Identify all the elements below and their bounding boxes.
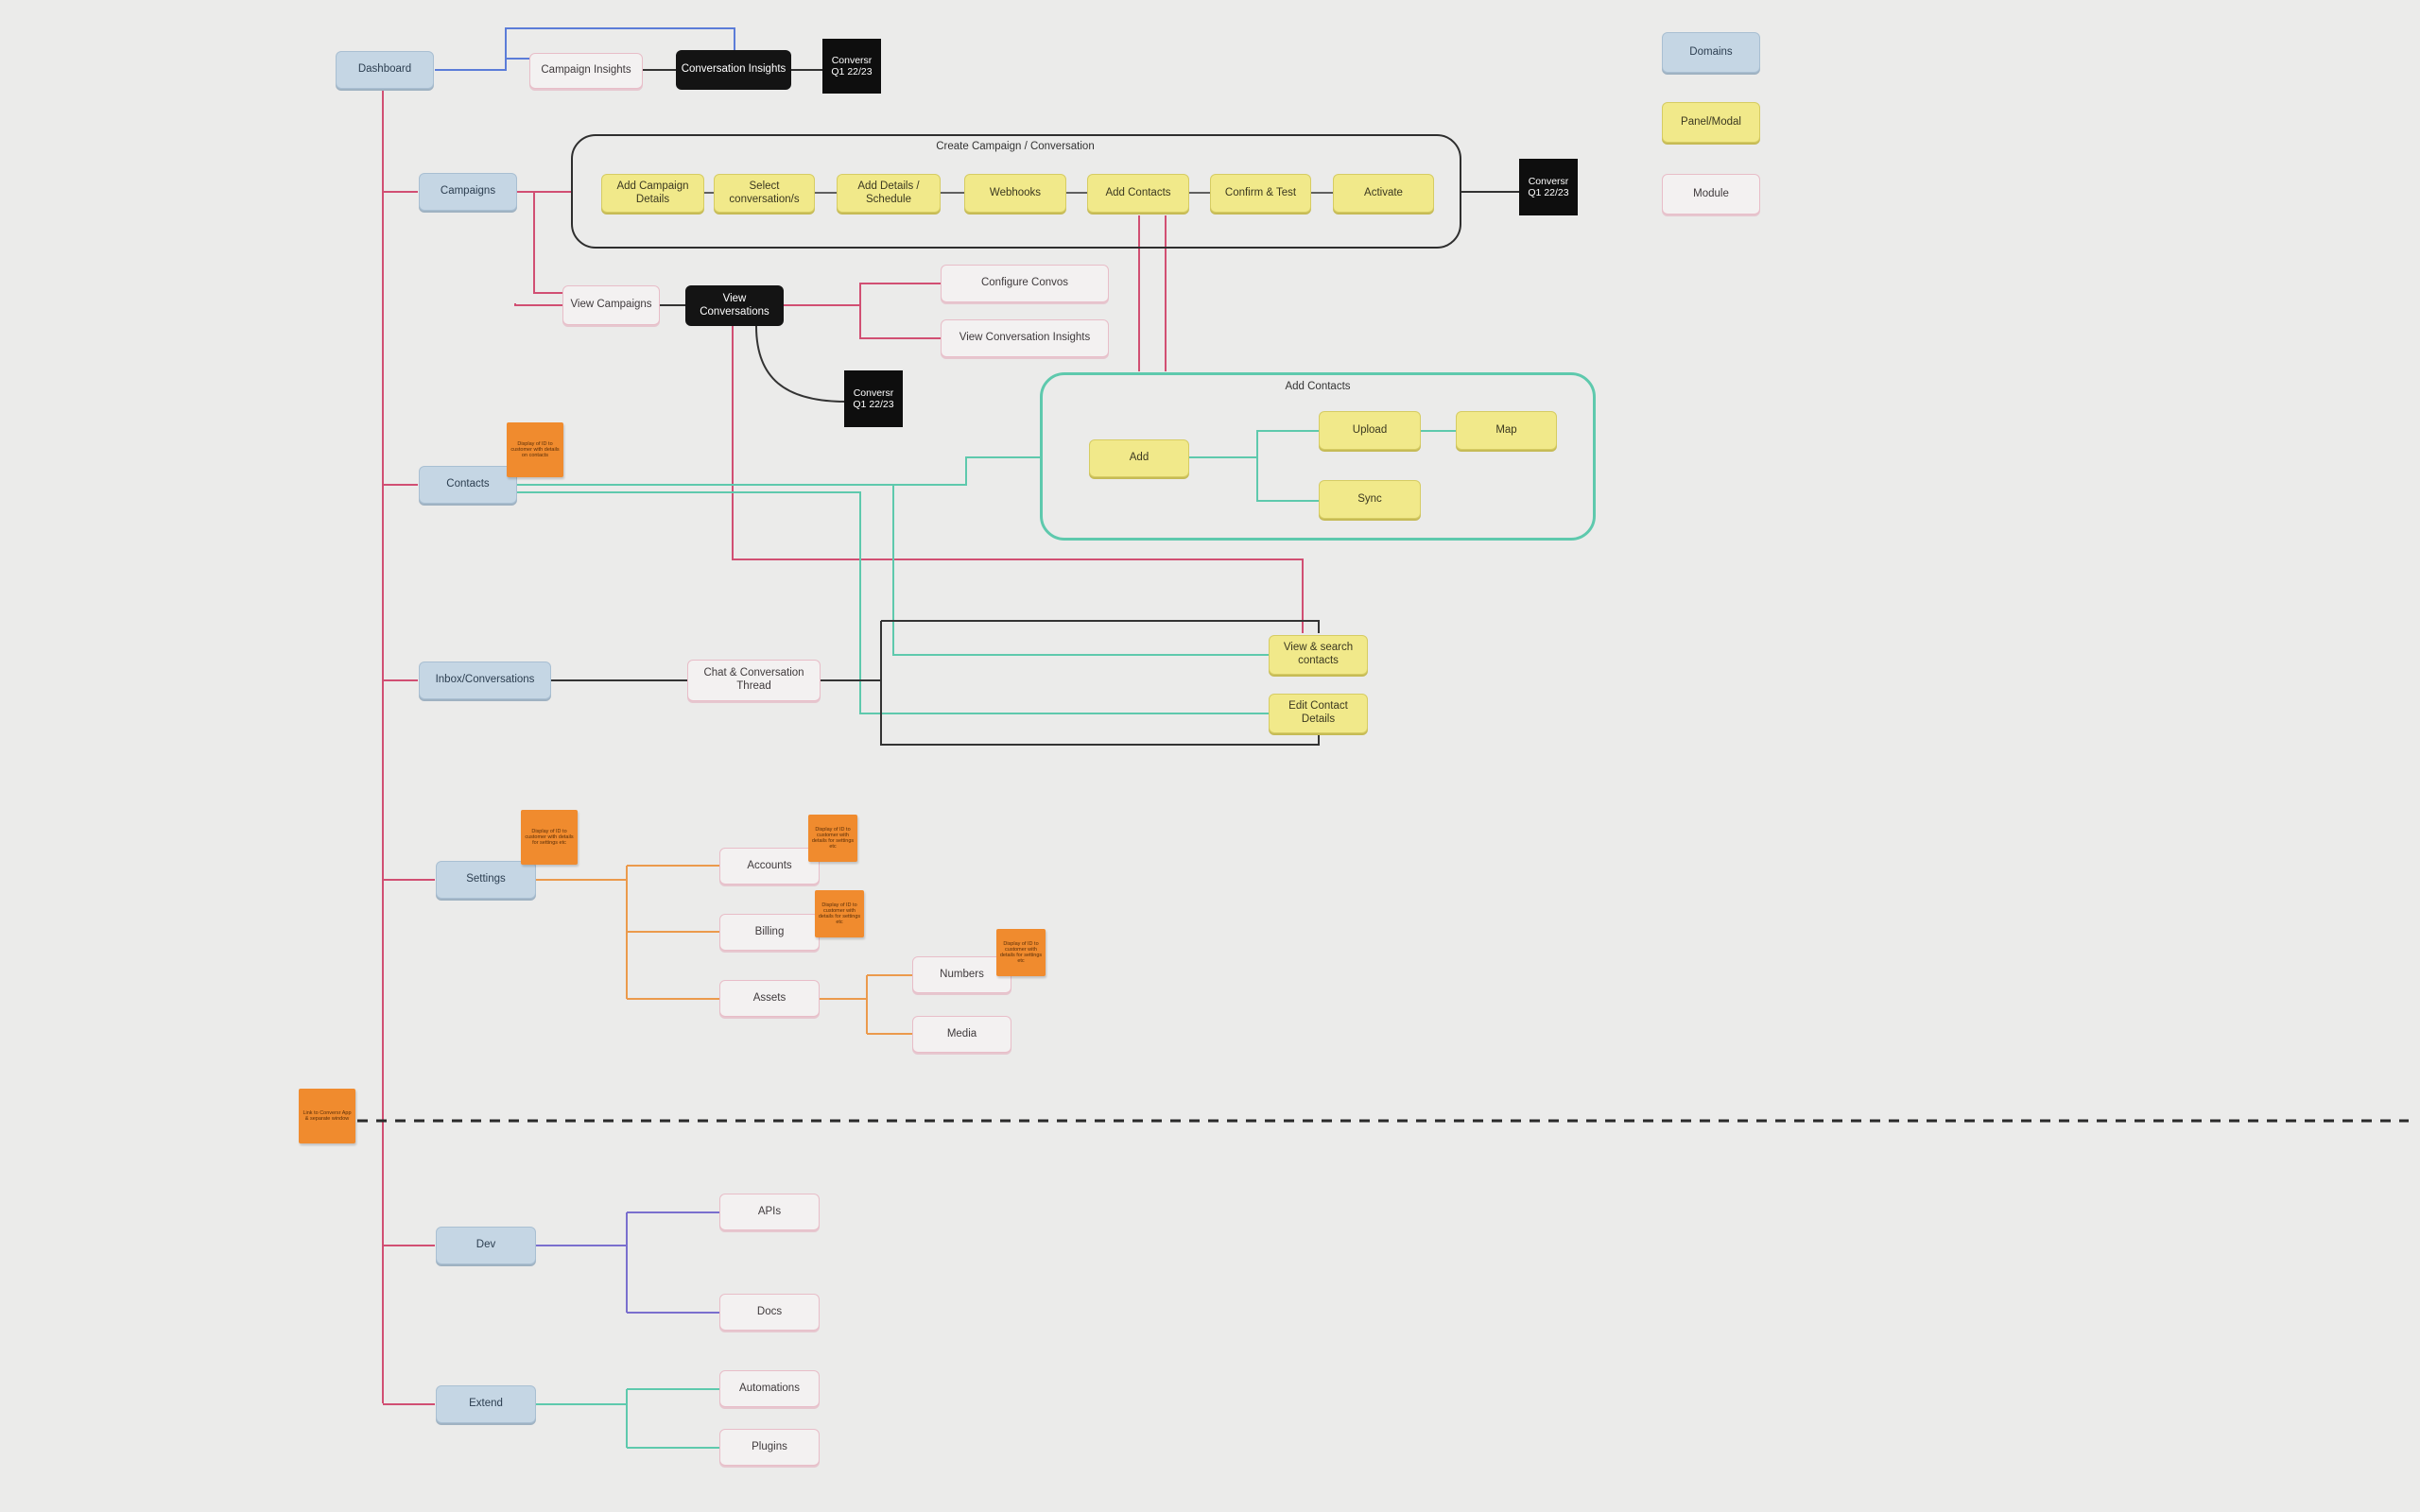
sticky-note-divider: Link to Conversr App & separate window xyxy=(299,1089,355,1143)
add-contacts-label: Add Contacts xyxy=(1285,381,1351,392)
add-contacts-frame xyxy=(1040,372,1596,541)
tag-conversr-view: Conversr Q1 22/23 xyxy=(844,370,903,427)
module-apis[interactable]: APIs xyxy=(719,1194,820,1230)
panel-add-campaign-details[interactable]: Add Campaign Details xyxy=(601,174,704,213)
module-automations[interactable]: Automations xyxy=(719,1370,820,1407)
domain-settings[interactable]: Settings xyxy=(436,861,536,899)
module-plugins[interactable]: Plugins xyxy=(719,1429,820,1466)
module-numbers[interactable]: Numbers xyxy=(912,956,1011,993)
legend-panel-modal: Panel/Modal xyxy=(1662,102,1760,143)
domain-campaigns[interactable]: Campaigns xyxy=(419,173,517,211)
panel-add-details-schedule[interactable]: Add Details / Schedule xyxy=(837,174,941,213)
panel-add[interactable]: Add xyxy=(1089,439,1189,477)
domain-contacts[interactable]: Contacts xyxy=(419,466,517,504)
panel-map[interactable]: Map xyxy=(1456,411,1557,450)
sticky-note-accounts: Display of ID to customer with details f… xyxy=(808,815,857,862)
panel-select-conversations[interactable]: Select conversation/s xyxy=(714,174,815,213)
legend-domains: Domains xyxy=(1662,32,1760,73)
sticky-note-contacts: Display of ID to customer with details o… xyxy=(507,422,563,477)
panel-activate[interactable]: Activate xyxy=(1333,174,1434,213)
conversation-insights-node[interactable]: Conversation Insights xyxy=(676,50,791,90)
module-campaign-insights[interactable]: Campaign Insights xyxy=(529,53,643,89)
module-configure-convos[interactable]: Configure Convos xyxy=(941,265,1109,302)
panel-upload[interactable]: Upload xyxy=(1319,411,1421,450)
domain-inbox-conversations[interactable]: Inbox/Conversations xyxy=(419,662,551,699)
module-view-campaigns[interactable]: View Campaigns xyxy=(562,285,660,325)
module-accounts[interactable]: Accounts xyxy=(719,848,820,885)
domain-dev[interactable]: Dev xyxy=(436,1227,536,1264)
create-campaign-frame xyxy=(571,134,1461,249)
view-conversations-node[interactable]: View Conversations xyxy=(685,285,784,326)
create-campaign-label: Create Campaign / Conversation xyxy=(936,141,1095,152)
module-assets[interactable]: Assets xyxy=(719,980,820,1017)
module-chat-conversation-thread[interactable]: Chat & Conversation Thread xyxy=(687,660,821,701)
domain-extend[interactable]: Extend xyxy=(436,1385,536,1423)
panel-view-search-contacts[interactable]: View & search contacts xyxy=(1269,635,1368,675)
module-docs[interactable]: Docs xyxy=(719,1294,820,1331)
module-media[interactable]: Media xyxy=(912,1016,1011,1053)
domain-dashboard[interactable]: Dashboard xyxy=(336,51,434,89)
module-billing[interactable]: Billing xyxy=(719,914,820,951)
sticky-note-billing: Display of ID to customer with details f… xyxy=(815,890,864,937)
panel-webhooks[interactable]: Webhooks xyxy=(964,174,1066,213)
panel-confirm-test[interactable]: Confirm & Test xyxy=(1210,174,1311,213)
panel-edit-contact-details[interactable]: Edit Contact Details xyxy=(1269,694,1368,733)
sticky-note-settings: Display of ID to customer with details f… xyxy=(521,810,578,865)
legend-module: Module xyxy=(1662,174,1760,215)
tag-conversr-top: Conversr Q1 22/23 xyxy=(822,39,881,94)
module-view-conversation-insights[interactable]: View Conversation Insights xyxy=(941,319,1109,357)
panel-sync[interactable]: Sync xyxy=(1319,480,1421,519)
tag-conversr-campaign: Conversr Q1 22/23 xyxy=(1519,159,1578,215)
panel-add-contacts[interactable]: Add Contacts xyxy=(1087,174,1189,213)
sticky-note-numbers: Display of ID to customer with details f… xyxy=(996,929,1046,976)
